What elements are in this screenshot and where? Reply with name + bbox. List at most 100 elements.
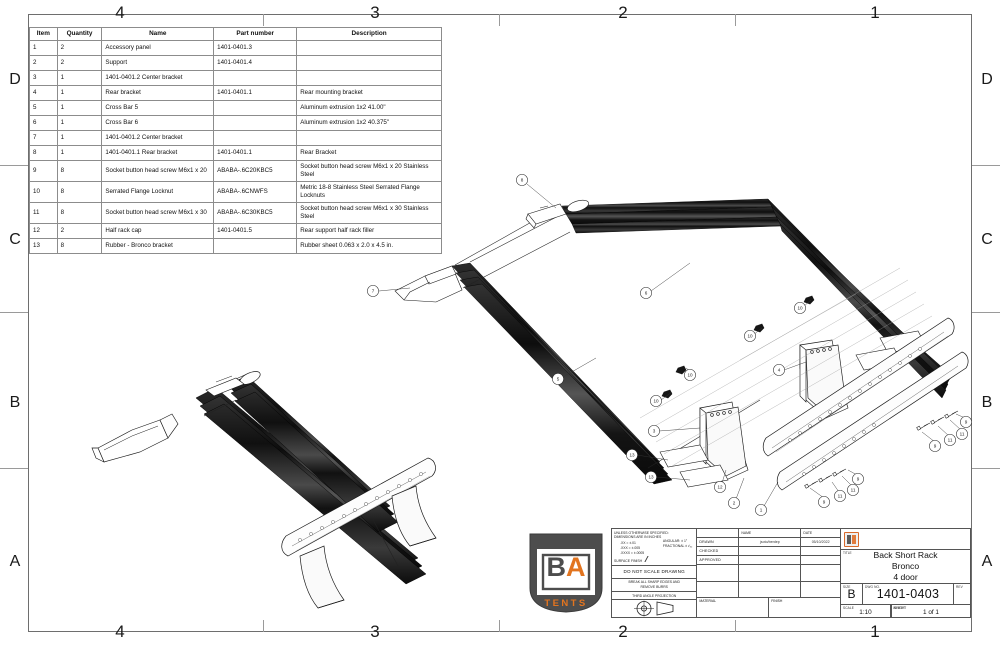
zone-tick-right-B-A <box>972 468 1000 469</box>
zone-label-left-A: A <box>9 553 21 570</box>
zone-tick-left-C-B <box>0 312 28 313</box>
bom-cell-quantity: 1 <box>56 85 103 101</box>
material-cell: MATERIAL <box>697 598 770 617</box>
bom-cell-item: 2 <box>29 55 58 71</box>
bom-cell-item: 4 <box>29 85 58 101</box>
signature-blank-rows <box>697 565 840 597</box>
surface-finish-symbol-icon <box>644 555 657 562</box>
title-caption: TITLE <box>843 551 852 555</box>
bom-cell-description: Rear Bracket <box>296 145 442 161</box>
bom-cell-item: 9 <box>29 160 58 182</box>
dwg-number-value: 1401-0403 <box>876 587 940 601</box>
finish-label: FINISH <box>771 599 783 603</box>
bom-cell-quantity: 1 <box>56 115 103 131</box>
tol-xx: .XX = ±.01 <box>620 541 636 546</box>
bom-cell-item: 5 <box>29 100 58 116</box>
bom-cell-description: Rear mounting bracket <box>296 85 442 101</box>
drawing-title-line1: Back Short Rack <box>873 550 938 560</box>
bom-cell-description: Metric 18-8 Stainless Steel Serrated Fla… <box>296 181 442 203</box>
signature-date-value <box>801 556 840 564</box>
signature-header-name: NAME <box>739 529 802 537</box>
projection-label: THIRD ANGLE PROJECTION <box>612 592 697 600</box>
zone-tick-right-C-B <box>972 312 1000 313</box>
bill-of-materials-table: Item Quantity Name Part number Descripti… <box>29 27 442 254</box>
bom-cell-item: 12 <box>29 223 58 239</box>
logo-tagline: TENTS <box>544 598 588 609</box>
bom-cell-part-number: 1401-0401.4 <box>213 55 298 71</box>
bom-cell-name: 1401-0401.2 Center bracket <box>101 70 215 86</box>
bom-cell-description: Rear support half rack filler <box>296 223 442 239</box>
bom-header-name: Name <box>101 27 215 41</box>
zone-label-top-4: 4 <box>115 3 125 22</box>
bom-cell-name: 1401-0401.1 Rear bracket <box>101 145 215 161</box>
material-label: MATERIAL <box>699 599 717 603</box>
size-cell: SIZE B <box>841 584 863 604</box>
logo-letters: BA <box>527 554 605 581</box>
zone-label-left-C: C <box>9 231 21 248</box>
zone-label-top-3: 3 <box>370 3 380 22</box>
scale-cell: SCALE 1:10 <box>841 605 891 617</box>
tol-xxxx: .XXXX = ±.0005 <box>620 551 645 556</box>
title-block-notes-column: UNLESS OTHERWISE SPECIFIED: DIMENSIONS A… <box>612 529 698 617</box>
zone-tick-left-B-A <box>0 468 28 469</box>
signature-role-label: APPROVED <box>697 556 740 564</box>
scale-caption: SCALE <box>843 606 854 610</box>
sheet-caption: SHEET <box>894 606 906 610</box>
bom-cell-description: Socket button head screw M6x1 x 30 Stain… <box>296 202 442 224</box>
bom-cell-description <box>296 40 442 56</box>
bom-cell-name: Socket button head screw M6x1 x 20 <box>101 160 215 182</box>
drawing-title-line3: 4 door <box>893 572 918 582</box>
bom-cell-description <box>296 55 442 71</box>
zone-tick-top-3-2 <box>499 14 500 26</box>
mini-logo-b <box>847 534 852 544</box>
bom-cell-part-number <box>213 100 298 116</box>
zone-tick-bot-2-1 <box>735 620 736 632</box>
bom-header-item: Item <box>29 27 58 41</box>
zone-label-bottom-3: 3 <box>370 622 380 641</box>
tol-xxx: .XXX = ±.005 <box>620 546 641 551</box>
signature-date-value <box>801 547 840 555</box>
bom-cell-item: 7 <box>29 130 58 146</box>
bom-cell-part-number: ABABA-.6C20KBC5 <box>213 160 298 182</box>
zone-label-left-D: D <box>9 71 21 88</box>
zone-label-top-2: 2 <box>618 3 628 22</box>
bom-cell-quantity: 8 <box>56 160 103 182</box>
bom-cell-item: 10 <box>29 181 58 203</box>
zone-label-bottom-2: 2 <box>618 622 628 641</box>
zone-tick-top-2-1 <box>735 14 736 26</box>
tolerance-notes: UNLESS OTHERWISE SPECIFIED: DIMENSIONS A… <box>612 529 697 566</box>
signature-row: CHECKED <box>697 547 840 556</box>
bom-cell-quantity: 8 <box>56 202 103 224</box>
bom-cell-item: 3 <box>29 70 58 86</box>
size-value: B <box>847 587 856 601</box>
bom-cell-quantity: 1 <box>56 100 103 116</box>
zone-label-bottom-4: 4 <box>115 622 125 641</box>
signature-role-label: CHECKED <box>697 547 740 555</box>
third-angle-projection-icon <box>612 600 696 617</box>
bom-cell-item: 13 <box>29 238 58 254</box>
size-caption: SIZE <box>843 585 851 589</box>
bom-cell-quantity: 2 <box>56 55 103 71</box>
weight-cell: WEIGHT <box>891 605 906 617</box>
bom-cell-quantity: 2 <box>56 40 103 56</box>
scale-weight-sheet-row: SCALE 1:10 WEIGHT SHEET 1 of 1 <box>841 605 970 617</box>
tol-fractional: FRACTIONAL ± ¹⁄₃₂ <box>662 543 693 548</box>
signature-name-value <box>739 556 802 564</box>
surface-finish-note: SURFACE FINISH <box>614 555 657 564</box>
title-block-title-column: TITLE Back Short Rack Bronco 4 door SIZE… <box>841 529 970 617</box>
bom-cell-item: 6 <box>29 115 58 131</box>
surface-finish-label: SURFACE FINISH <box>614 558 643 563</box>
weight-caption: WEIGHT <box>893 606 907 610</box>
blank-row-2 <box>697 581 840 597</box>
break-edges-line2: REMOVE BURRS <box>640 584 668 589</box>
